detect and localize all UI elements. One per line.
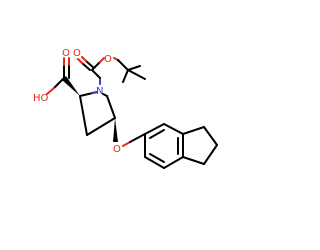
indane-ring [144,123,218,169]
bond-c3-c4 [86,117,116,136]
ether-oxygen-label: O [113,144,121,155]
ether-linkage [113,118,146,147]
boc-ester-oxygen-label: O [104,54,112,65]
bond-c4-c5 [106,95,116,119]
stereo-wedge-c4 [113,118,118,142]
boc-group [77,56,146,85]
molecule-drawing: HO O N O O O [33,48,218,169]
hydroxyl-label: HO [33,93,49,104]
pyrrolidine-ring [79,91,116,136]
boc-carbonyl-oxygen-label: O [73,48,81,59]
carboxylic-acid [46,57,80,96]
stereo-wedge-c2 [62,76,80,96]
bond-c2-c3 [79,95,88,136]
bond-c5-n [102,93,108,97]
structure-diagram: HO O N O O O [33,48,218,169]
nitrogen-label: N [96,86,103,97]
carbonyl-oxygen-label: O [62,48,70,59]
